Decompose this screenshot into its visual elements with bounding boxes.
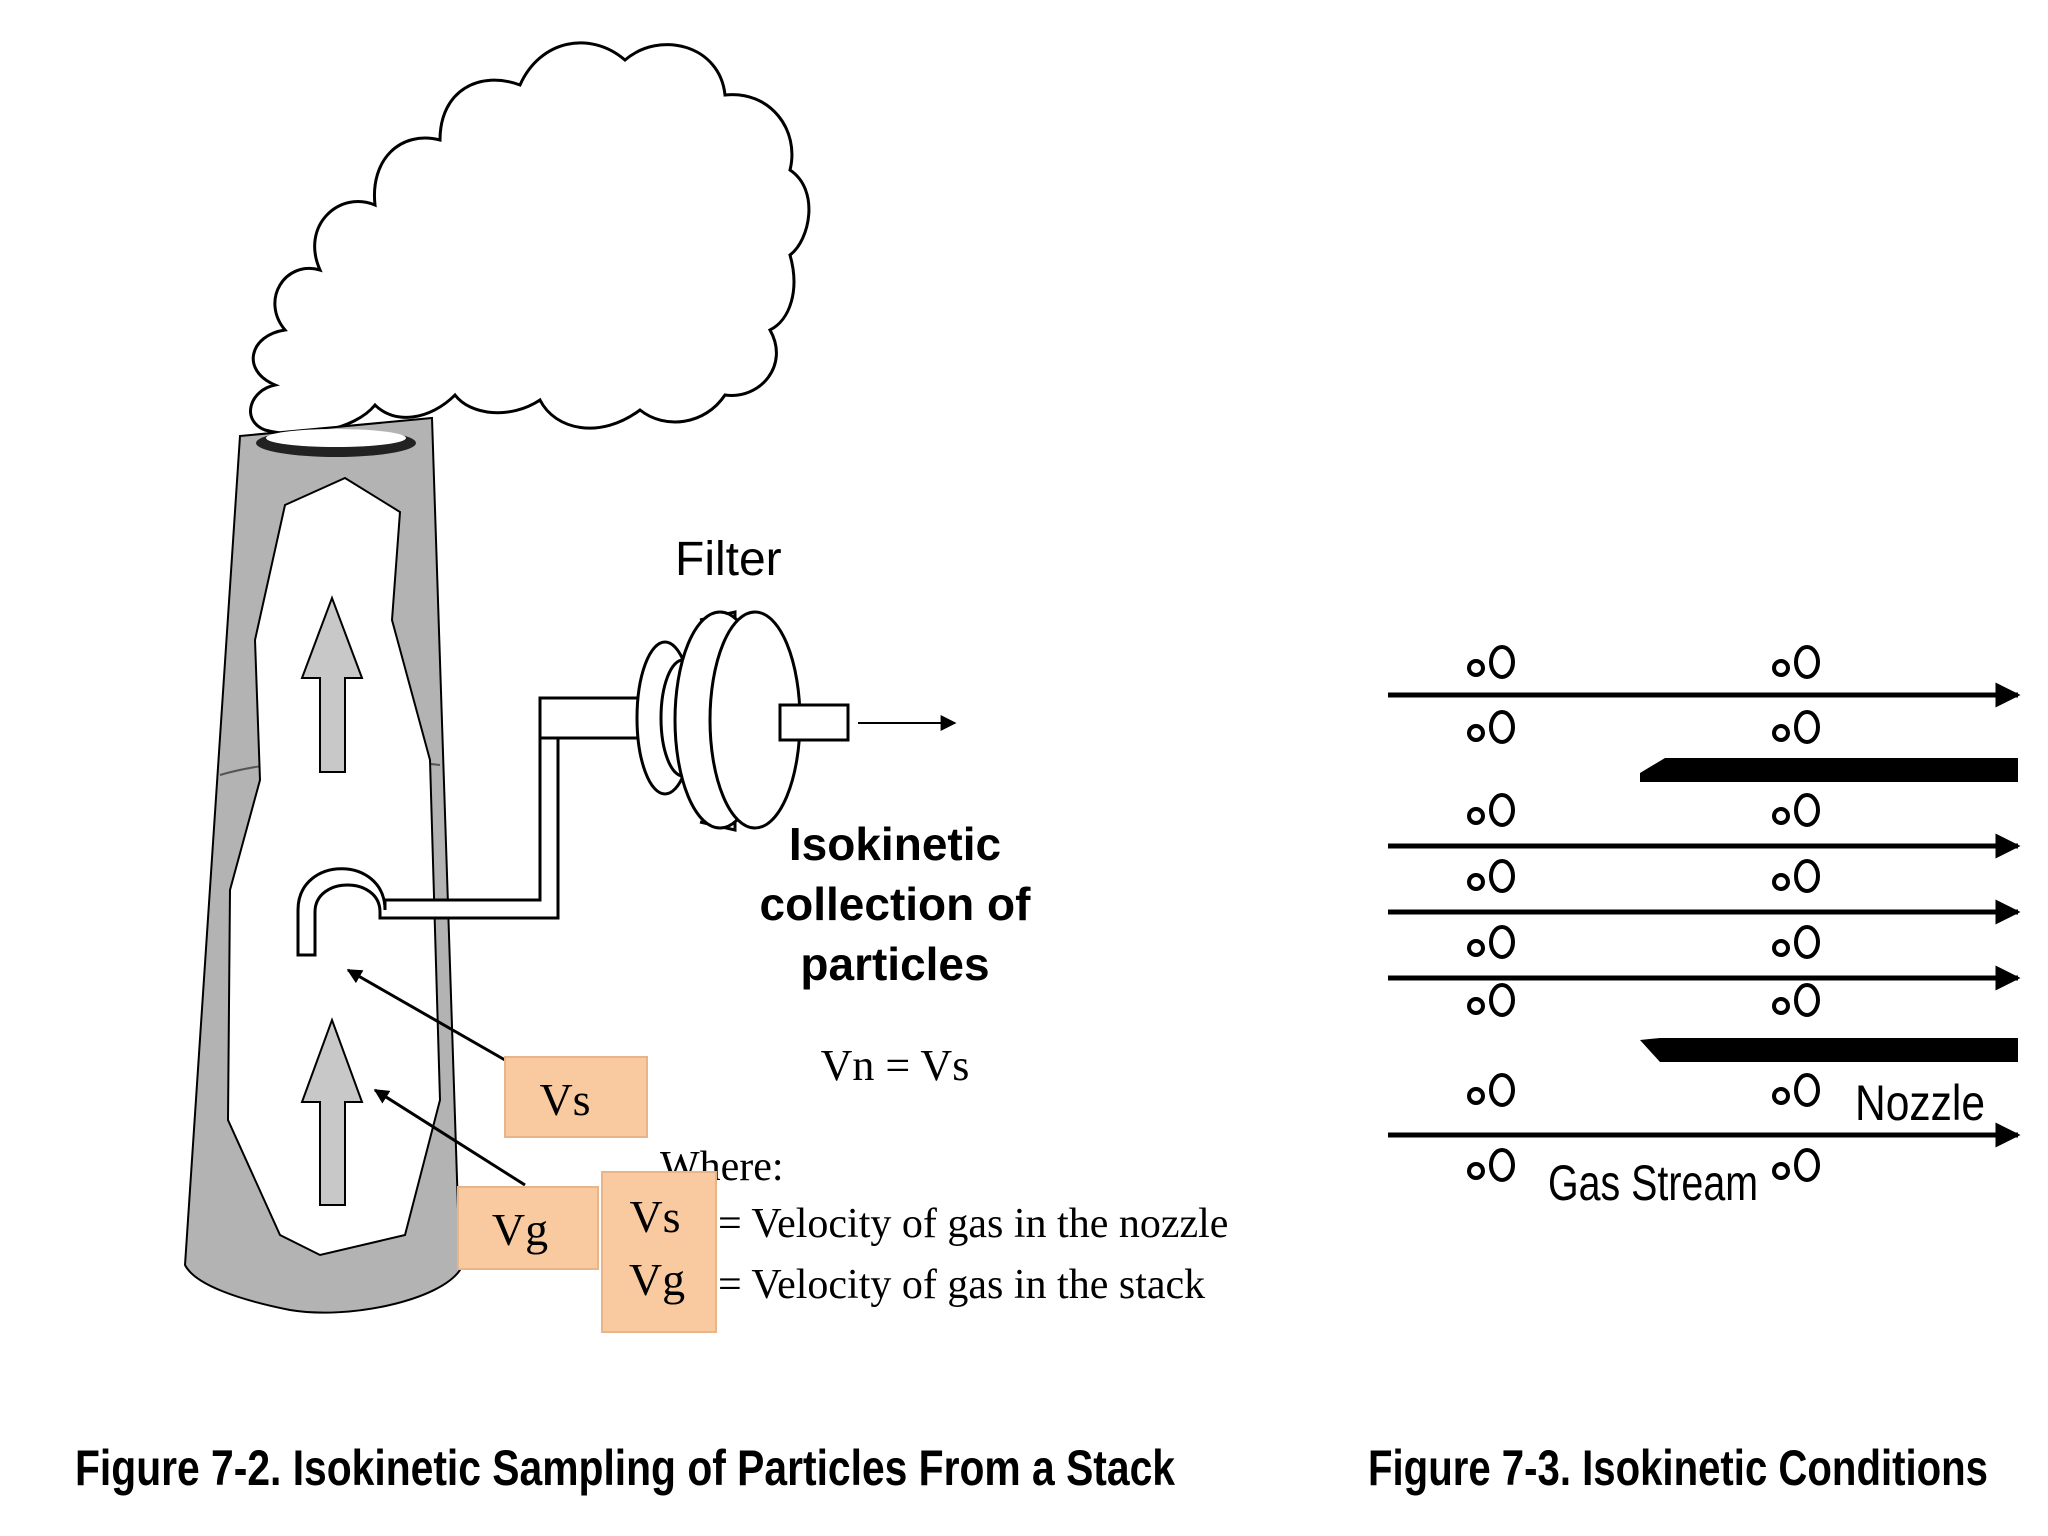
particle-small: [1467, 939, 1485, 957]
figure-7-2: Filter Isokinetic collection of particle…: [75, 41, 1228, 1496]
particle-large: [1794, 859, 1820, 893]
particle-small: [1467, 659, 1485, 677]
gas-stream-label: Gas Stream: [1548, 1155, 1758, 1211]
isokinetic-equation: Vn = Vs: [821, 1041, 970, 1090]
nozzle-wall-lower: [1640, 1038, 2018, 1062]
particle-small: [1772, 873, 1790, 891]
stack-interior: [226, 476, 442, 1257]
nozzle-label: Nozzle: [1855, 1075, 1985, 1131]
particle-large: [1489, 983, 1515, 1017]
legend-symbol-vs: Vs: [629, 1191, 680, 1242]
particle-large: [1794, 793, 1820, 827]
vg-tag-text: Vg: [492, 1204, 548, 1255]
particle-large: [1794, 983, 1820, 1017]
particle-small: [1467, 724, 1485, 742]
particle-small: [1467, 997, 1485, 1015]
legend-symbol-vg: Vg: [629, 1254, 685, 1305]
vg-tag: Vg: [457, 1186, 599, 1270]
particle-small: [1772, 939, 1790, 957]
particle-large: [1794, 710, 1820, 744]
particle-small: [1467, 873, 1485, 891]
vg-pointer-arrow: [373, 1088, 526, 1187]
particle-small: [1772, 807, 1790, 825]
particle-large: [1489, 1148, 1515, 1182]
legend-text-vs: = Velocity of gas in the nozzle: [718, 1201, 1228, 1247]
smoke-cloud: [249, 41, 811, 436]
particle-small: [1772, 1087, 1790, 1105]
particle-large: [1794, 1073, 1820, 1107]
collection-label-line-2: collection of: [760, 878, 1032, 930]
particle-large: [1794, 1148, 1820, 1182]
particle-large: [1489, 859, 1515, 893]
particle-small: [1772, 997, 1790, 1015]
vs-tag: Vs: [504, 1056, 648, 1138]
particle-small: [1772, 659, 1790, 677]
legend-text-vg: = Velocity of gas in the stack: [718, 1262, 1205, 1308]
particle-small: [1772, 724, 1790, 742]
figure-7-3-caption: Figure 7-3. Isokinetic Conditions: [1368, 1440, 1988, 1496]
particle-large: [1489, 1073, 1515, 1107]
nozzle-wall-upper: [1640, 758, 2018, 782]
filter-label: Filter: [675, 533, 782, 586]
stack-opening: [266, 429, 406, 447]
particles: [1467, 645, 1820, 1182]
collection-label-line-1: Isokinetic: [789, 818, 1001, 870]
figure-7-2-caption: Figure 7-2. Isokinetic Sampling of Parti…: [75, 1440, 1175, 1496]
figure-7-3: Nozzle Gas Stream Figure 7-3. Isokinetic…: [1368, 645, 2021, 1496]
legend-symbol-box: Vs Vg: [601, 1171, 717, 1333]
particle-large: [1489, 710, 1515, 744]
vs-tag-text: Vs: [539, 1074, 590, 1125]
particle-small: [1772, 1162, 1790, 1180]
particle-large: [1489, 645, 1515, 679]
flow-arrow-upper: [300, 595, 364, 773]
vs-pointer-arrow: [346, 968, 506, 1062]
particle-large: [1794, 645, 1820, 679]
particle-large: [1489, 793, 1515, 827]
particle-small: [1467, 1162, 1485, 1180]
particle-small: [1467, 1087, 1485, 1105]
particle-small: [1467, 807, 1485, 825]
flow-arrow-lower: [300, 1017, 364, 1206]
filter-unit: [635, 610, 850, 832]
collection-label-line-3: particles: [800, 938, 989, 990]
particle-large: [1489, 925, 1515, 959]
filter-inlet-tube: [538, 696, 652, 740]
particle-large: [1794, 925, 1820, 959]
